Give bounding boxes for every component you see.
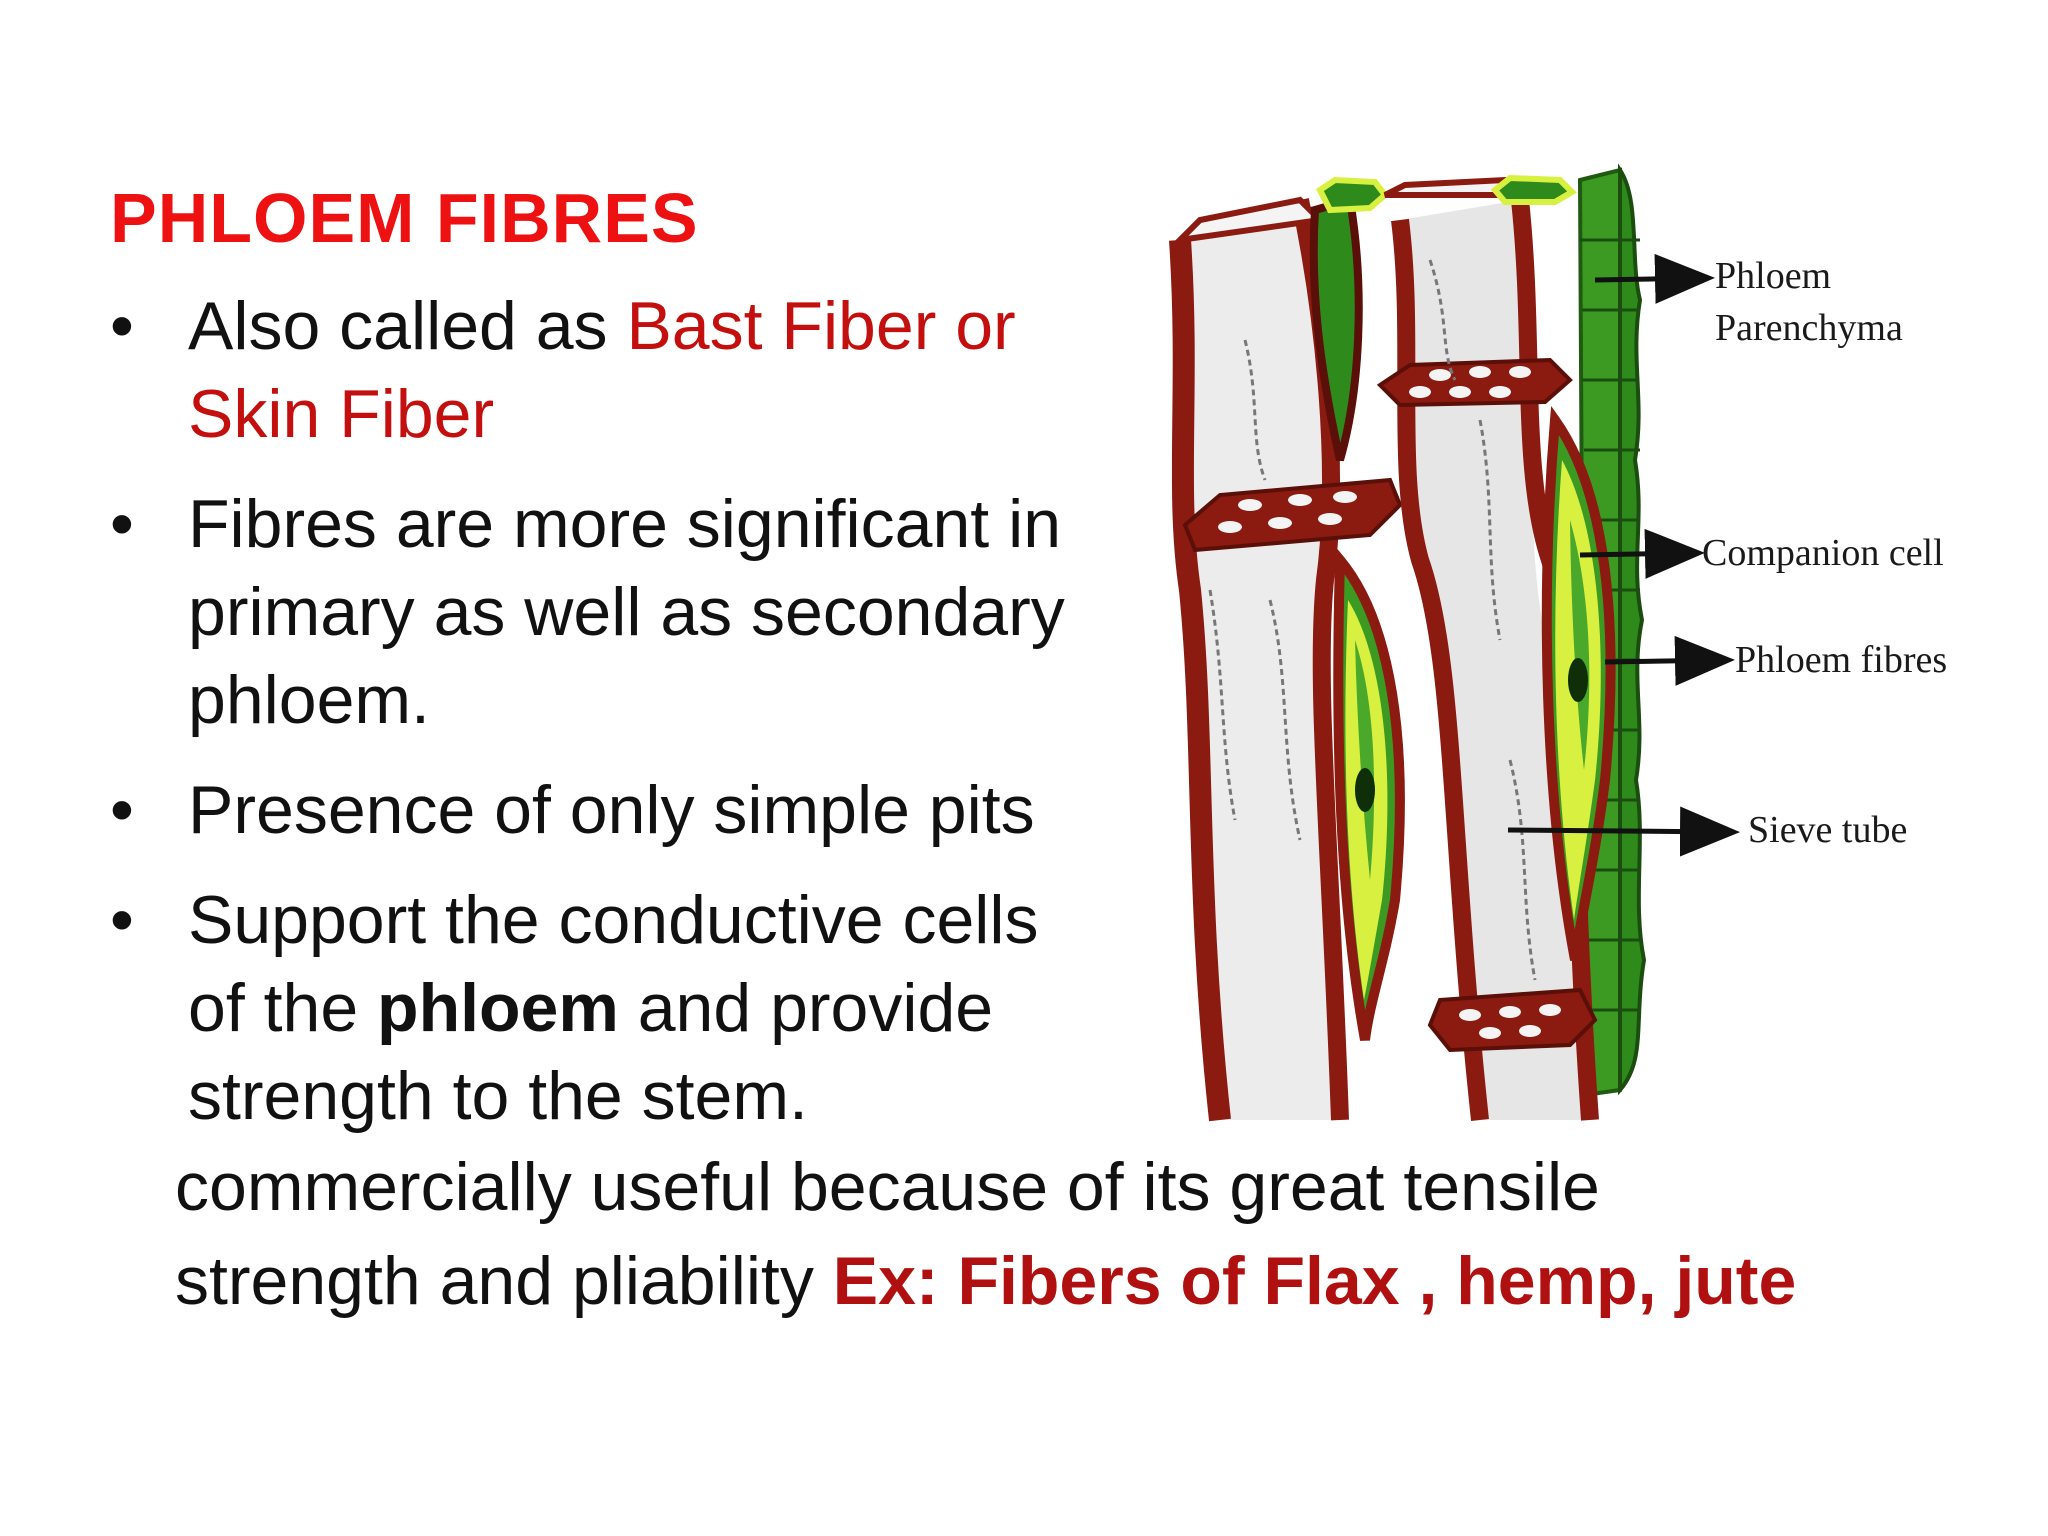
bast-fiber-term: Bast Fiber or: [626, 288, 1016, 364]
skin-fiber-term: Skin Fiber: [188, 376, 495, 452]
phloem-term: phloem: [377, 970, 619, 1046]
footer-line: strength and pliability: [175, 1243, 833, 1319]
bullet-item-also-called: • Also called as Bast Fiber or Skin Fibe…: [110, 282, 1140, 458]
slide-title: PHLOEM FIBRES: [110, 179, 699, 257]
svg-text:Parenchyma: Parenchyma: [1715, 307, 1903, 349]
bullet-item-support: • Support the conductive cells of the ph…: [110, 876, 1140, 1140]
bullet-line: and provide: [618, 970, 994, 1046]
svg-text:Phloem fibres: Phloem fibres: [1735, 639, 1947, 681]
svg-text:Phloem: Phloem: [1715, 255, 1831, 297]
bullet-text: Also called as: [188, 288, 627, 364]
bullet-marker: •: [110, 288, 134, 364]
bullet-marker: •: [110, 882, 134, 958]
example-fibers: Ex: Fibers of Flax , hemp, jute: [832, 1243, 1797, 1319]
bullet-line: Fibres are more significant in: [188, 486, 1062, 562]
label-phloem-fibres: Phloem fibres: [1604, 635, 1947, 686]
footer-text: commercially useful because of its great…: [175, 1140, 1935, 1328]
phloem-fibre-upper: [1309, 176, 1390, 462]
companion-cell-left: [1333, 546, 1405, 1041]
bullet-line: strength to the stem.: [188, 1058, 808, 1134]
bullet-marker: •: [110, 486, 134, 562]
label-companion-cell: Companion cell: [1579, 528, 1944, 579]
bullet-line: phloem.: [188, 662, 430, 738]
bullet-item-simple-pits: • Presence of only simple pits: [110, 766, 1140, 854]
bullet-line: Presence of only simple pits: [188, 772, 1035, 848]
fibre-cap-icon: [1490, 174, 1577, 205]
bullet-line: of the: [188, 970, 378, 1046]
svg-text:Companion cell: Companion cell: [1702, 532, 1944, 574]
label-phloem-parenchyma: Phloem Parenchyma: [1594, 253, 1903, 349]
bullet-list: • Also called as Bast Fiber or Skin Fibe…: [110, 282, 1140, 1162]
bullet-line: Support the conductive cells: [188, 882, 1039, 958]
svg-text:Sieve tube: Sieve tube: [1748, 809, 1907, 851]
phloem-diagram: Phloem Parenchyma Companion cell Phloem …: [1169, 163, 1947, 1122]
footer-line: commercially useful because of its great…: [175, 1149, 1600, 1225]
bullet-marker: •: [110, 772, 134, 848]
bullet-item-significance: • Fibres are more significant in primary…: [110, 480, 1140, 744]
bullet-line: primary as well as secondary: [188, 574, 1065, 650]
label-sieve-tube: Sieve tube: [1507, 806, 1907, 857]
